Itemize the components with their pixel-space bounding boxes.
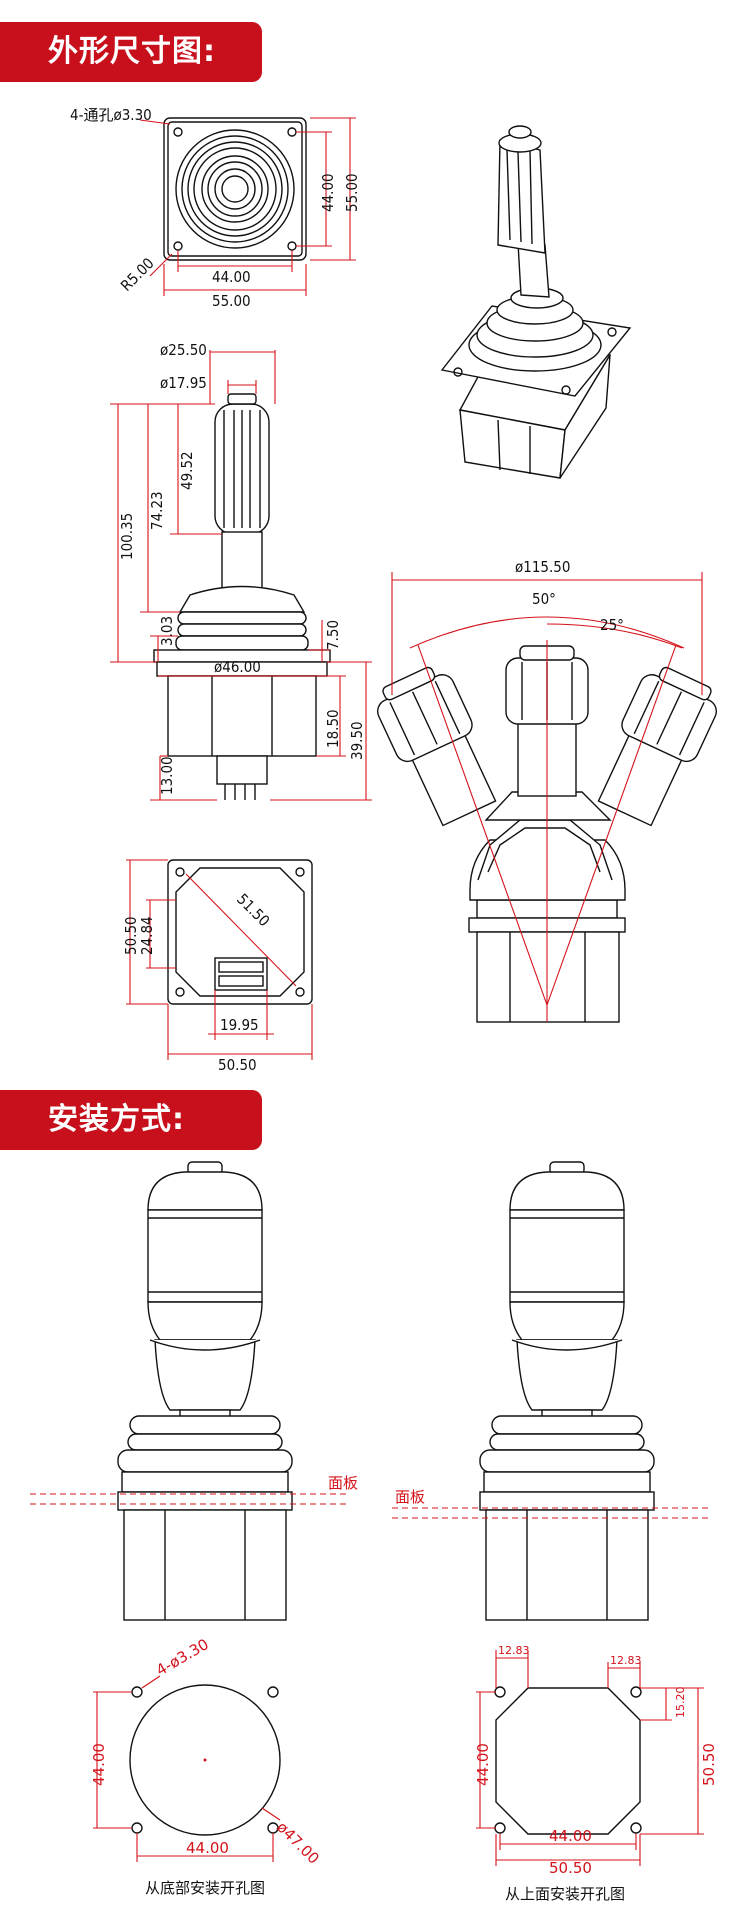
bottom-diag: 51.50 bbox=[233, 890, 273, 930]
side-dia-top-outer: ø25.50 bbox=[160, 341, 207, 359]
angle-half: 25° bbox=[600, 616, 624, 634]
install-right-joystick bbox=[392, 1161, 712, 1621]
install-section-title: 安装方式: bbox=[0, 1090, 262, 1150]
side-h-grip: 49.52 bbox=[178, 451, 196, 490]
side-h-shaft: 74.23 bbox=[148, 491, 166, 530]
side-h-body: 18.50 bbox=[324, 709, 342, 748]
side-h-flange: 7.50 bbox=[324, 620, 342, 650]
oct-c3-label: 15.20 bbox=[674, 1687, 687, 1719]
iso-view bbox=[440, 125, 632, 479]
oct-c2-label: 12.83 bbox=[610, 1654, 642, 1667]
dimensions-section-title: 外形尺寸图: bbox=[0, 22, 262, 82]
oct-w-out-label: 50.50 bbox=[549, 1859, 592, 1877]
side-h-pins: 13.00 bbox=[158, 756, 176, 795]
top-outer-height: 55.00 bbox=[343, 173, 361, 212]
bottom-outer-w: 50.50 bbox=[218, 1056, 257, 1074]
angle-total: 50° bbox=[532, 590, 556, 608]
bottom-outer-h: 50.50 bbox=[122, 916, 140, 955]
bottom-conn-w: 19.95 bbox=[220, 1016, 259, 1034]
side-h-total: 100.35 bbox=[118, 513, 136, 560]
cut-h-label: 44.00 bbox=[90, 1743, 108, 1786]
side-h-body-total: 39.50 bbox=[348, 721, 366, 760]
oct-c1-label: 12.83 bbox=[498, 1644, 530, 1657]
cut-w-label: 44.00 bbox=[186, 1839, 229, 1857]
bottom-inner-h: 24.84 bbox=[138, 916, 156, 955]
cut-holes-label: 4-ø3.30 bbox=[153, 1635, 212, 1679]
side-dia-top-inner: ø17.95 bbox=[160, 374, 207, 392]
side-h-boot: 3.03 bbox=[158, 616, 176, 646]
panel-left-label: 面板 bbox=[328, 1474, 358, 1492]
top-outer-width: 55.00 bbox=[212, 292, 251, 310]
oct-w-in-label: 44.00 bbox=[549, 1827, 592, 1845]
side-view bbox=[110, 350, 372, 801]
top-inner-width: 44.00 bbox=[212, 268, 251, 286]
bottom-view bbox=[126, 859, 313, 1060]
side-dia-base: ø46.00 bbox=[214, 658, 261, 676]
caption-right: 从上面安装开孔图 bbox=[505, 1885, 625, 1903]
cutout-round bbox=[93, 1675, 281, 1862]
oct-h-out-label: 50.50 bbox=[700, 1743, 718, 1786]
oct-h-in-label: 44.00 bbox=[474, 1743, 492, 1786]
top-inner-height: 44.00 bbox=[319, 173, 337, 212]
holes-label: 4-通孔ø3.30 bbox=[70, 106, 152, 124]
caption-left: 从底部安装开孔图 bbox=[145, 1879, 265, 1897]
panel-right-label: 面板 bbox=[395, 1488, 425, 1506]
angle-view bbox=[377, 572, 717, 1023]
cutout-octagon bbox=[476, 1650, 704, 1866]
install-left-joystick bbox=[30, 1161, 350, 1621]
cut-dia-label: ø47.00 bbox=[273, 1818, 323, 1868]
angle-dia-sweep: ø115.50 bbox=[515, 558, 570, 576]
top-view bbox=[139, 117, 356, 296]
